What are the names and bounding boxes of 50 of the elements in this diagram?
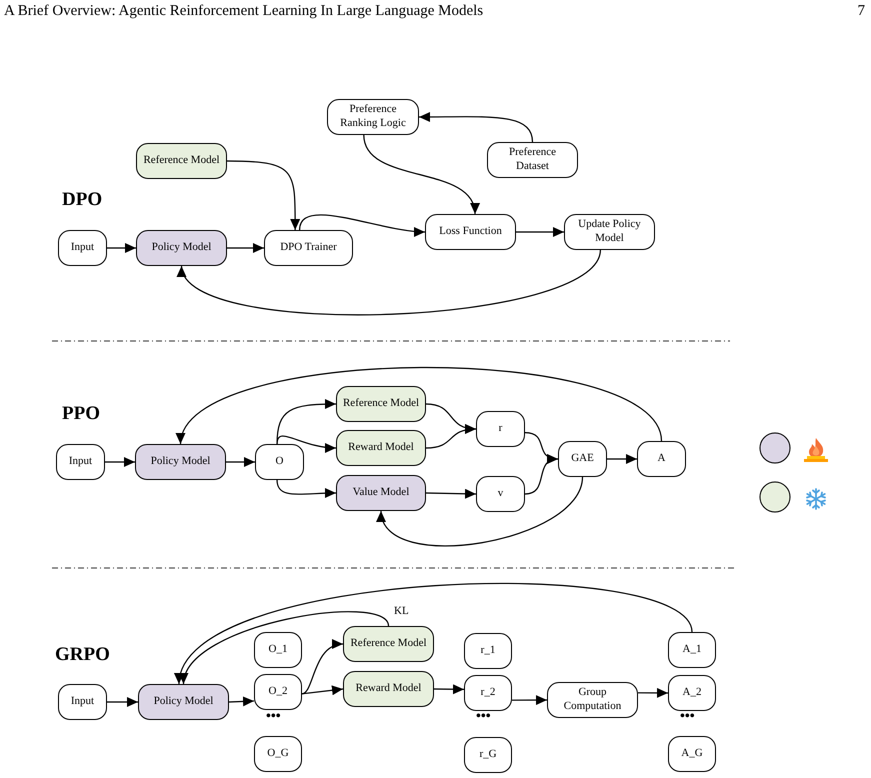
arrow: [363, 134, 478, 214]
process-box: Input: [56, 444, 105, 480]
process-box: O_G: [254, 736, 302, 772]
process-box: Group Computation: [547, 682, 638, 718]
arrow: [302, 685, 344, 696]
process-box: Policy Model: [136, 230, 227, 266]
arrow: [228, 696, 254, 706]
arrow: [607, 454, 637, 464]
process-box: Loss Function: [425, 214, 516, 250]
process-box: Policy Model: [135, 444, 226, 480]
arrow: [105, 457, 135, 467]
process-box: Reference Model: [136, 143, 227, 179]
process-box: Value Model: [336, 475, 426, 511]
process-box: O: [255, 444, 304, 480]
arrow: [107, 697, 138, 707]
arrow: [426, 488, 476, 499]
process-box: Input: [58, 230, 107, 266]
process-box: Policy Model: [138, 684, 229, 720]
process-box: v: [476, 476, 525, 512]
process-box: Preference Dataset: [487, 142, 578, 178]
ellipsis-dots: •••: [476, 710, 491, 724]
section-title: PPO: [62, 404, 100, 423]
arrow: [434, 684, 464, 694]
ellipsis-dots: •••: [680, 710, 695, 724]
arrow: [638, 688, 668, 698]
arrow: [226, 457, 255, 467]
arrow: [516, 227, 564, 237]
process-box: A_G: [668, 736, 716, 772]
process-box: GAE: [558, 441, 607, 477]
process-box: r_2: [464, 675, 512, 711]
arrow: [419, 112, 534, 142]
section-title: DPO: [62, 190, 102, 209]
process-box: r_G: [464, 737, 512, 773]
process-box: Input: [58, 684, 107, 720]
section-title: GRPO: [55, 645, 110, 664]
process-box: A_2: [668, 675, 716, 711]
arrow: [107, 243, 136, 253]
arrow: [512, 695, 547, 706]
arrow: [299, 214, 426, 236]
arrow: [379, 476, 584, 546]
arrow: [524, 455, 558, 495]
process-box: Update Policy Model: [564, 214, 655, 250]
process-box: O_2: [254, 674, 302, 710]
process-box: Preference Ranking Logic: [327, 99, 419, 135]
process-box: A: [637, 441, 686, 477]
page-header: A Brief Overview: Agentic Reinforcement Learning In Large Language Models: [4, 4, 484, 19]
page-number: 7: [858, 4, 865, 19]
arrow: [227, 160, 300, 230]
arrow: [276, 480, 336, 498]
ellipsis-dots: •••: [266, 710, 281, 724]
